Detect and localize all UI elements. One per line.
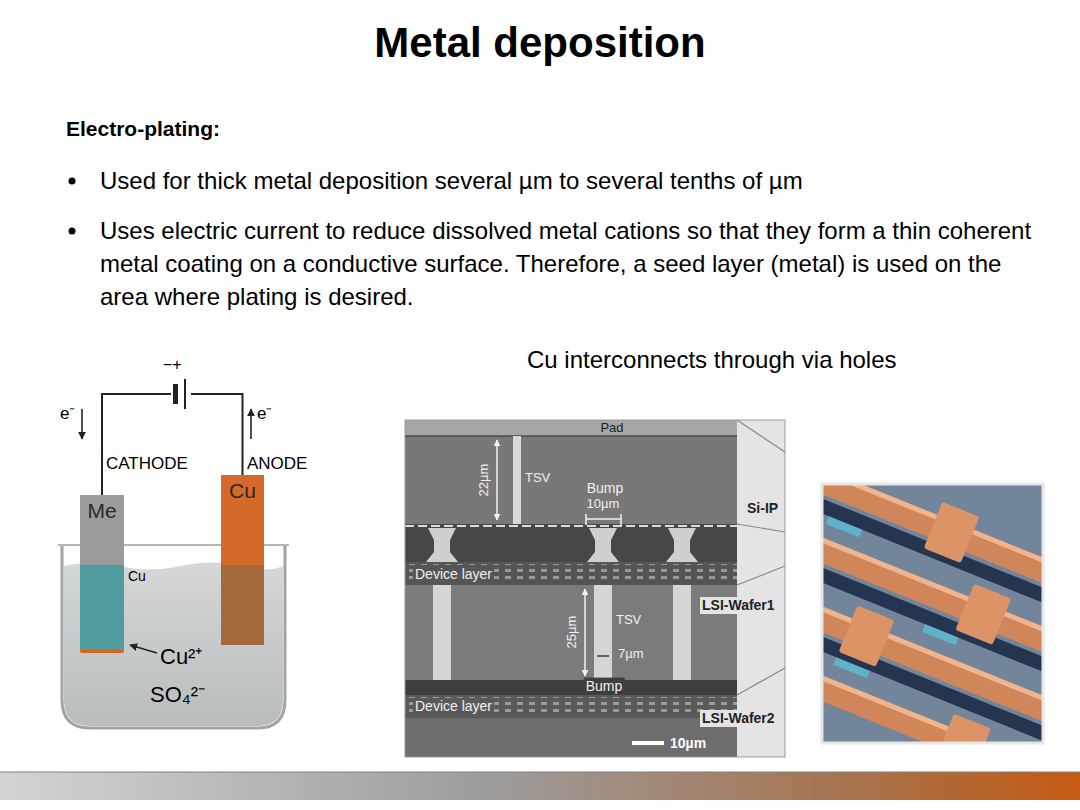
dimension-label: 7µm [618, 646, 644, 662]
ion-arrow [130, 645, 157, 653]
illustration-part [405, 585, 737, 680]
illustration-part [405, 435, 737, 437]
illustration-part [822, 484, 1043, 743]
electron-arrow [81, 409, 83, 439]
dimension-label: 25µm [564, 616, 580, 649]
illustration-part [737, 566, 785, 585]
illustration-part [405, 524, 737, 562]
footer-bar [0, 772, 1080, 800]
sem-image [405, 420, 785, 757]
illustration-part [822, 574, 1043, 743]
illustration-part [594, 585, 612, 680]
illustration-part [433, 585, 451, 680]
electron-arrow [250, 409, 252, 439]
scale-label: 10µm [670, 735, 706, 752]
layer-label: Device layer [413, 698, 494, 715]
electrode-text: Cu [221, 478, 264, 503]
ion-label: Cu²⁺ [160, 644, 202, 670]
dimension-label: 10µm [587, 496, 620, 512]
illustration-part [405, 420, 737, 757]
illustration-part [737, 524, 785, 532]
illustration-part [826, 516, 862, 537]
battery-plate [173, 384, 178, 404]
bump-label: Bump [587, 480, 624, 497]
section-heading: Electro-plating: [66, 116, 220, 141]
illustration-part [737, 668, 785, 695]
illustration-part [673, 585, 691, 680]
illustration-part [737, 420, 785, 452]
illustration-part [822, 484, 1043, 743]
illustration-part [405, 525, 737, 527]
illustration-part [585, 514, 587, 525]
illustration-part [405, 437, 737, 524]
wafer-label: Si-IP [745, 500, 780, 517]
cathode-electrode: Me [80, 495, 124, 650]
bump-label: Bump [584, 678, 625, 695]
illustration-part [405, 420, 737, 436]
electron-label: e⁻ [60, 404, 75, 424]
layer-label: Pad [600, 420, 623, 436]
illustration-part [405, 680, 737, 695]
layer-label: Device layer [413, 566, 494, 583]
illustration-part [405, 562, 737, 585]
dimension-label: 22µm [476, 464, 492, 497]
figure-caption: Cu interconnects through via holes [527, 346, 897, 375]
illustration-part [405, 420, 785, 757]
wafer-label: LSI-Wafer1 [700, 597, 777, 614]
anode-electrode: Cu [221, 475, 264, 645]
illustration-part [584, 589, 586, 676]
illustration-part [405, 695, 737, 718]
illustration-part [632, 741, 664, 745]
coating-label: Cu [128, 568, 146, 585]
electron-label: e⁻ [257, 404, 272, 424]
wafer-label: LSI-Wafer2 [700, 710, 777, 727]
illustration-part [822, 484, 1043, 743]
illustration-part [405, 697, 737, 716]
illustration-part [405, 718, 737, 757]
illustration-part [935, 714, 991, 743]
electrode-label: ANODE [247, 454, 307, 474]
illustration-part [955, 584, 1011, 645]
illustration-part [924, 502, 980, 563]
electrode-text: Me [80, 498, 124, 523]
illustration-part [586, 518, 621, 520]
via-label: TSV [616, 612, 641, 628]
bullet-text: Used for thick metal deposition several … [100, 164, 1035, 197]
illustration-part [737, 420, 785, 757]
ion-label: SO₄²⁻ [150, 682, 205, 708]
bullet-dot [69, 178, 76, 185]
footer-line [0, 772, 1080, 773]
illustration-part [620, 514, 622, 525]
illustration-part [426, 528, 458, 562]
illustration-part [922, 624, 958, 645]
battery-polarity: −+ [163, 355, 182, 374]
illustration-part [513, 436, 521, 524]
battery-plate [184, 379, 186, 409]
via-label: TSV [525, 470, 550, 486]
illustration-part [597, 655, 609, 657]
illustration-part [587, 528, 619, 562]
bullet-text: Uses electric current to reduce dissolve… [100, 214, 1035, 313]
bullet-dot [69, 228, 76, 235]
illustration-part [666, 528, 698, 562]
slide-title: Metal deposition [0, 18, 1080, 68]
illustration-part [405, 564, 737, 583]
illustration-part [496, 440, 498, 520]
illustration-part [839, 605, 895, 666]
electrode-label: CATHODE [106, 454, 188, 474]
interconnect-rendering [703, 442, 1080, 810]
